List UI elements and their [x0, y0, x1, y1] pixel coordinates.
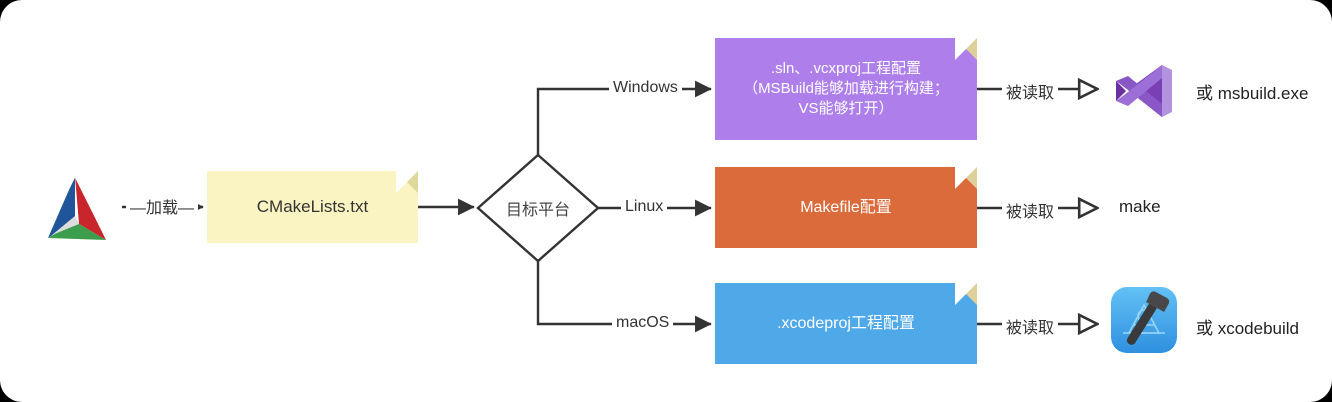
xcode-result-label: 或 xcodebuild	[1196, 319, 1300, 338]
note-cmakelists-label: CMakeLists.txt	[256, 196, 369, 216]
note-windows-line3: VS能够打开）	[798, 100, 894, 118]
note-cmakelists[interactable]: CMakeLists.txt	[207, 171, 418, 243]
edge-label-windows: Windows	[609, 79, 682, 97]
make-result-label: make	[1119, 197, 1161, 216]
decision-target-platform[interactable]: 目标平台	[478, 155, 598, 261]
xcode-icon	[1107, 283, 1181, 357]
note-windows-output[interactable]: .sln、.vcxproj工程配置 （MSBuild能够加载进行构建； VS能够…	[715, 38, 977, 140]
note-macos-output[interactable]: .xcodeproj工程配置	[715, 283, 977, 364]
edge-label-load: —加载—	[126, 194, 199, 218]
note-macos-label: .xcodeproj工程配置	[777, 314, 915, 332]
cmake-logo-icon	[38, 172, 112, 246]
note-fold-cut	[955, 283, 977, 305]
note-fold-cut	[396, 171, 418, 193]
edge-branch-windows	[536, 80, 712, 155]
vs-result-label: 或 msbuild.exe	[1196, 84, 1309, 103]
note-fold-cut	[955, 38, 977, 60]
note-windows-text: .sln、.vcxproj工程配置 （MSBuild能够加载进行构建； VS能够…	[733, 59, 959, 120]
note-linux-output[interactable]: Makefile配置	[715, 167, 977, 248]
edge-label-read-windows: 被读取	[1002, 79, 1059, 103]
note-linux-label: Makefile配置	[800, 198, 892, 216]
decision-label: 目标平台	[505, 202, 570, 219]
note-windows-line1: .sln、.vcxproj工程配置	[770, 59, 921, 77]
note-windows-line2: （MSBuild能够加载进行构建；	[743, 79, 949, 97]
edge-label-read-macos: 被读取	[1002, 314, 1059, 338]
edge-label-macos: macOS	[612, 314, 674, 332]
edge-label-linux: Linux	[621, 198, 668, 216]
edge-label-read-linux: 被读取	[1002, 198, 1059, 222]
note-fold-cut	[955, 167, 977, 189]
visual-studio-icon	[1110, 57, 1178, 125]
decision-diamond-shape[interactable]	[476, 153, 600, 263]
